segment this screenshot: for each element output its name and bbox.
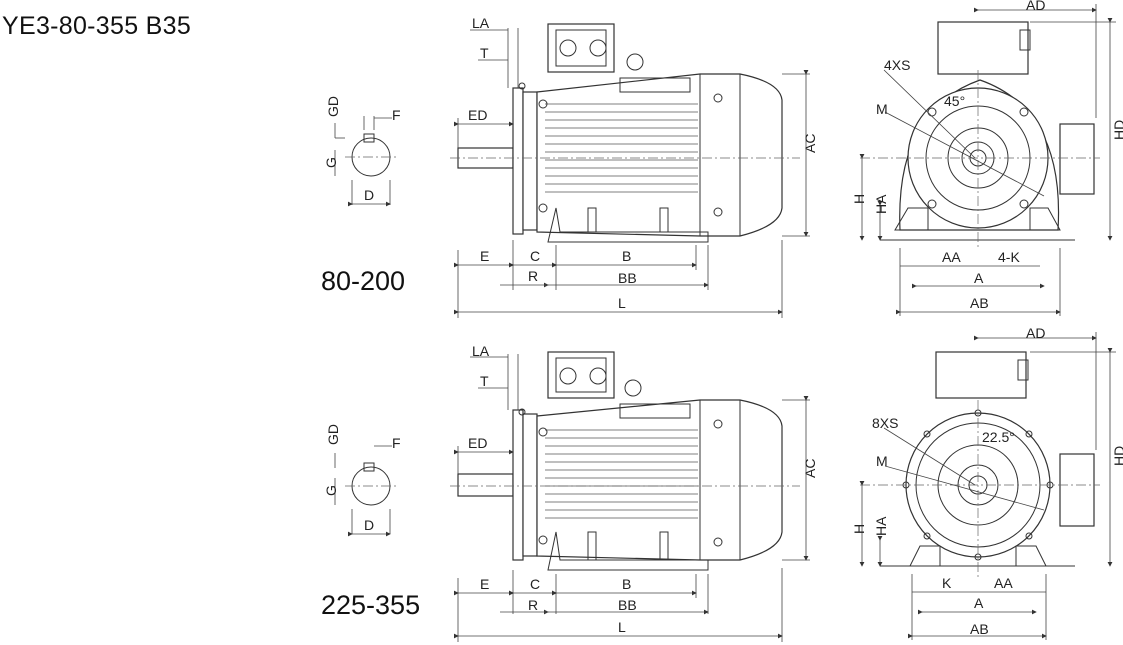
front-view-top [859, 4, 1116, 316]
label-hd: HD [1111, 120, 1123, 140]
label-e: E [480, 248, 489, 264]
label-h-2: H [851, 524, 867, 534]
label-b-2: B [622, 576, 631, 592]
drawing-title: YE3-80-355 B35 [2, 12, 192, 40]
label-a: A [974, 270, 984, 286]
label-4k: 4-K [998, 249, 1020, 265]
label-l: L [618, 295, 626, 311]
angle-top: 45° [944, 93, 965, 109]
label-la-2: LA [472, 343, 490, 359]
label-f-2: F [392, 435, 401, 451]
frame-range-small: 80-200 [321, 266, 406, 296]
label-aa-2: AA [994, 575, 1013, 591]
label-f: F [392, 107, 401, 123]
label-ac: AC [802, 134, 818, 153]
label-r: R [528, 268, 538, 284]
label-ad: AD [1026, 0, 1045, 13]
side-view-top [450, 23, 810, 318]
label-r-2: R [528, 597, 538, 613]
frame-range-large: 225-355 [321, 590, 421, 620]
label-k-2: K [942, 575, 952, 591]
label-d: D [364, 187, 374, 203]
label-ed-2: ED [468, 435, 487, 451]
label-c-2: C [530, 576, 540, 592]
label-t-2: T [480, 373, 489, 389]
label-l-2: L [618, 619, 626, 635]
label-ha-2: HA [873, 516, 889, 536]
label-bb: BB [618, 270, 637, 286]
side-view-bottom [450, 351, 810, 642]
hole-callout-top: 4XS [884, 57, 910, 73]
label-la: LA [472, 15, 490, 31]
label-ab: AB [970, 295, 989, 311]
label-gd-2: GD [325, 424, 341, 445]
label-c: C [530, 248, 540, 264]
label-m: M [876, 101, 888, 117]
label-ac-2: AC [802, 459, 818, 478]
label-g-2: G [323, 485, 339, 496]
angle-bottom: 22.5° [982, 429, 1015, 445]
hole-callout-bottom: 8XS [872, 415, 898, 431]
shaft-section-bottom [334, 445, 398, 537]
label-d-2: D [364, 517, 374, 533]
label-g: G [323, 157, 339, 168]
label-t: T [480, 45, 489, 61]
label-b: B [622, 248, 631, 264]
label-a-2: A [974, 595, 984, 611]
label-aa: AA [942, 249, 961, 265]
label-h: H [851, 194, 867, 204]
label-e-2: E [480, 576, 489, 592]
label-ha: HA [873, 194, 889, 214]
label-ad-2: AD [1026, 325, 1045, 341]
label-ed: ED [468, 107, 487, 123]
label-hd-2: HD [1111, 446, 1123, 466]
label-m-2: M [876, 453, 888, 469]
label-gd: GD [325, 96, 341, 117]
shaft-section-top [334, 116, 398, 207]
label-bb-2: BB [618, 597, 637, 613]
label-ab-2: AB [970, 621, 989, 637]
front-view-bottom [859, 332, 1116, 640]
